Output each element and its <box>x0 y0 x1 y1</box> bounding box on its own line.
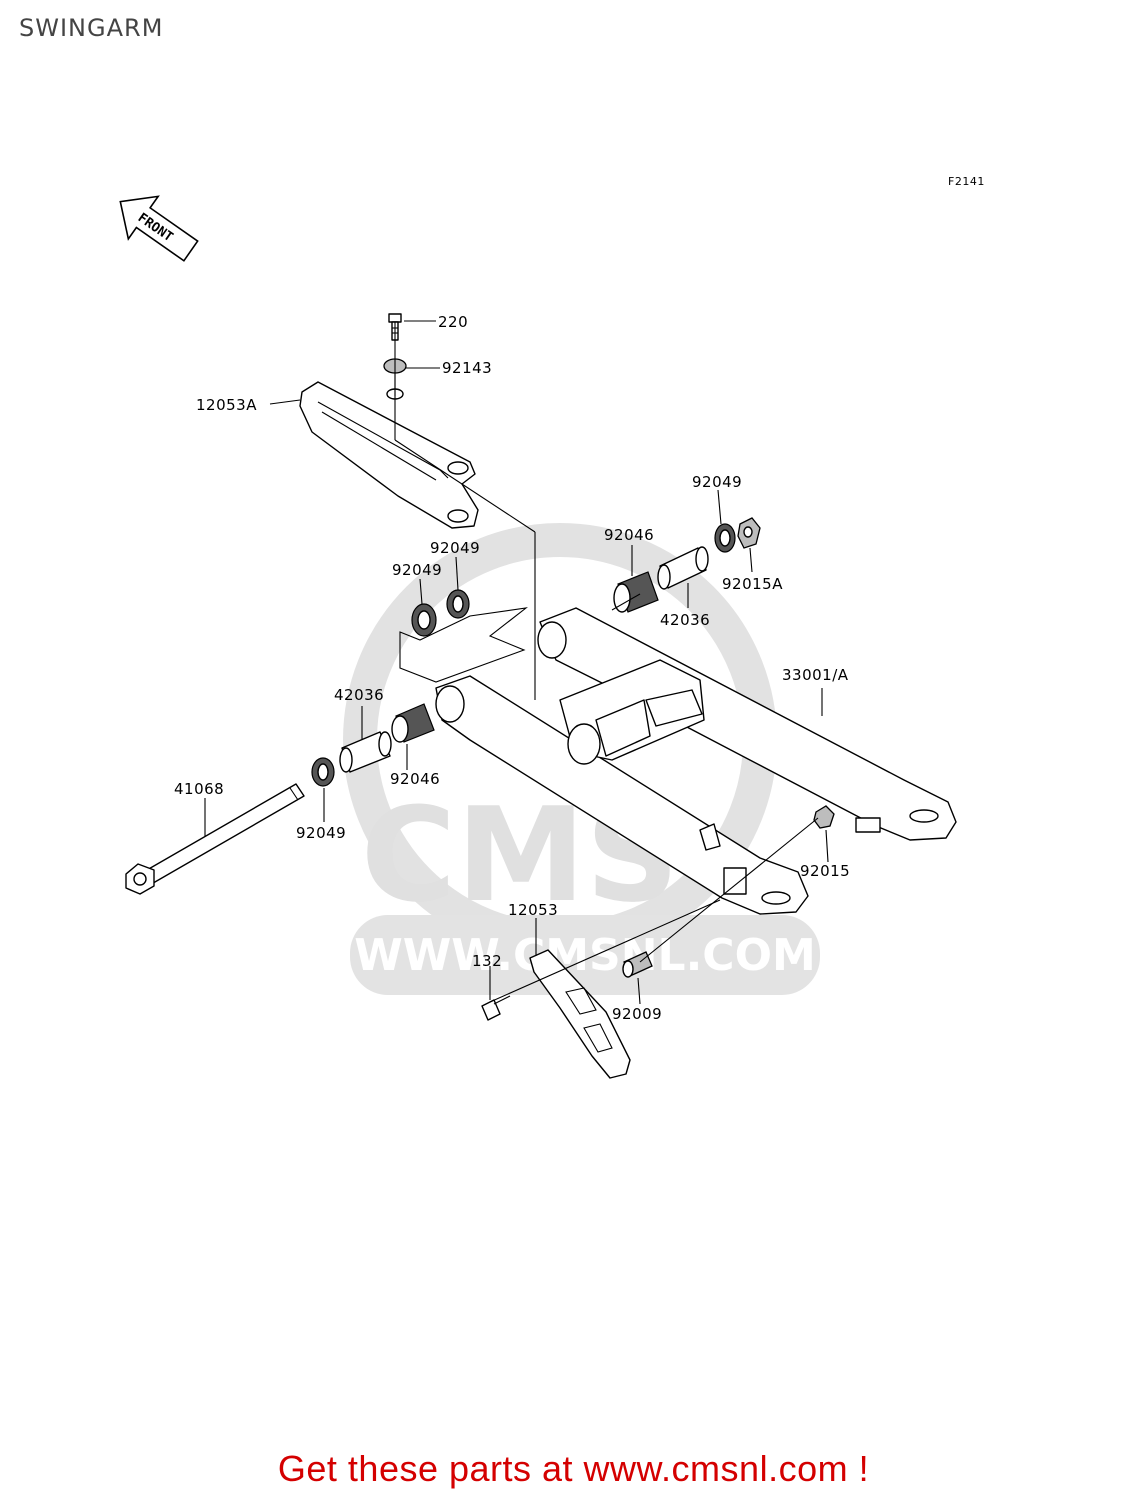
swingarm-33001a-icon <box>435 607 957 915</box>
part-label: 92009 <box>612 1005 662 1023</box>
promo-link[interactable]: Get these parts at www.cmsnl.com ! <box>277 1448 870 1489</box>
part-label: 92049 <box>392 561 442 579</box>
part-label: 41068 <box>174 780 224 798</box>
nut-92015a-icon <box>737 517 761 549</box>
watermark-url: WWW.CMSNL.COM <box>354 930 816 981</box>
leader-lines <box>204 320 829 1005</box>
part-label: 92049 <box>692 473 742 491</box>
part-label: 92015 <box>800 862 850 880</box>
part-label: 92049 <box>430 539 480 557</box>
part-label: 92046 <box>604 526 654 544</box>
bearing-92046-right-icon <box>613 571 659 613</box>
part-label: 33001/A <box>782 666 849 684</box>
part-label: 92143 <box>442 359 492 377</box>
part-labels: 220 92143 12053A 92049 92046 92015A 4203… <box>174 313 850 1023</box>
bearing-92046-left-icon <box>391 703 435 743</box>
part-label: 132 <box>472 952 502 970</box>
figure-code: F2141 <box>948 175 985 188</box>
front-arrow-icon: FRONT <box>119 195 199 262</box>
page-title: SWINGARM <box>19 14 164 42</box>
collar-42036-right-icon <box>657 546 709 590</box>
nut-92015-icon <box>813 805 835 829</box>
part-label: 42036 <box>334 686 384 704</box>
part-label: 92015A <box>722 575 783 593</box>
part-label: 12053 <box>508 901 558 919</box>
part-label: 42036 <box>660 611 710 629</box>
collar-42036-left-icon <box>339 731 392 773</box>
part-label: 92049 <box>296 824 346 842</box>
chain-guide-12053a-icon <box>299 381 479 529</box>
chain-guide-12053-icon <box>529 949 631 1079</box>
part-label: 92046 <box>390 770 440 788</box>
pivot-shaft-41068-icon <box>125 783 305 895</box>
part-label: 12053A <box>196 396 257 414</box>
part-label: 220 <box>438 313 468 331</box>
